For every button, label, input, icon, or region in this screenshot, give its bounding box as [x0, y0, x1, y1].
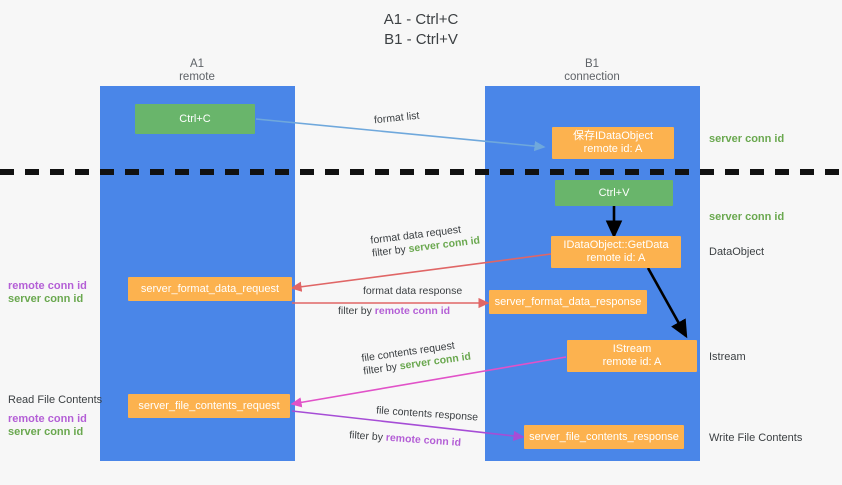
filter-prefix: filter by [338, 305, 375, 317]
node-server-format-data-response-label: server_format_data_response [494, 295, 642, 308]
annotation-istream: Istream [709, 351, 746, 363]
node-server-file-contents-request[interactable]: server_file_contents_request [128, 394, 290, 418]
node-idataobject-getdata-line2: remote id: A [586, 252, 646, 264]
annotation-server-conn-id-2: server conn id [8, 426, 84, 438]
node-server-format-data-request-label: server_format_data_request [140, 282, 280, 295]
edge-label-file-contents-request: file contents request filter by server c… [361, 338, 472, 379]
annotation-read-file-contents: Read File Contents [8, 394, 103, 406]
lane-b1-subtitle: connection [564, 71, 620, 83]
title-line-1: A1 - Ctrl+C [383, 11, 459, 28]
node-server-format-data-request[interactable]: server_format_data_request [128, 277, 292, 301]
annotation-write-file-contents: Write File Contents [709, 432, 803, 444]
node-save-idataobject[interactable]: 保存IDataObject remote id: A [552, 127, 674, 159]
annotation-server-conn-id-mid: server conn id [709, 211, 785, 223]
node-idataobject-getdata-line1: IDataObject::GetData [563, 239, 669, 251]
filter-key-remote-conn-id: remote conn id [385, 431, 462, 449]
edge-label-format-list: format list [373, 110, 420, 128]
node-ctrl-c-label: Ctrl+C [179, 112, 211, 125]
node-idataobject-getdata[interactable]: IDataObject::GetData remote id: A [551, 236, 681, 268]
node-istream-line1: IStream [612, 343, 652, 355]
node-ctrl-v-label: Ctrl+V [598, 186, 630, 199]
node-server-file-contents-response-label: server_file_contents_response [529, 430, 679, 443]
node-save-idataobject-line2: remote id: A [583, 143, 643, 155]
edge-label-format-data-response: format data response [363, 285, 462, 298]
edge-label-format-data-request: format data request filter by server con… [370, 221, 481, 260]
annotation-remote-conn-id-1: remote conn id [8, 280, 87, 292]
annotation-server-conn-id-1: server conn id [8, 293, 84, 305]
node-server-file-contents-request-label: server_file_contents_request [138, 399, 280, 412]
node-ctrl-v[interactable]: Ctrl+V [555, 180, 673, 206]
lane-a1-subtitle: remote [179, 71, 215, 83]
node-ctrl-c[interactable]: Ctrl+C [135, 104, 255, 134]
node-istream[interactable]: IStream remote id: A [567, 340, 697, 372]
node-server-format-data-response[interactable]: server_format_data_response [489, 290, 647, 314]
lane-b1-name: B1 [584, 58, 600, 70]
edge-label-file-contents-response-filter: filter by remote conn id [349, 429, 462, 450]
annotation-remote-conn-id-2: remote conn id [8, 413, 87, 425]
node-save-idataobject-line1: 保存IDataObject [572, 130, 654, 142]
filter-key-remote-conn-id: remote conn id [374, 305, 451, 317]
edge-label-format-data-response-text: format data response [363, 285, 463, 297]
node-server-file-contents-response[interactable]: server_file_contents_response [524, 425, 684, 449]
lane-a1-name: A1 [189, 58, 205, 70]
page-title: A1 - Ctrl+C B1 - Ctrl+V [0, 10, 842, 50]
edge-label-file-contents-response: file contents response [376, 404, 479, 424]
edge-label-file-contents-response-text: file contents response [375, 404, 479, 424]
filter-prefix: filter by [348, 429, 387, 444]
title-line-2: B1 - Ctrl+V [384, 31, 458, 48]
edge-label-format-list-text: format list [373, 109, 420, 127]
edge-label-format-data-response-filter: filter by remote conn id [338, 305, 450, 318]
annotation-dataobject: DataObject [709, 246, 765, 258]
node-istream-line2: remote id: A [602, 356, 662, 368]
lane-header-a1: A1 remote [97, 58, 297, 84]
annotation-server-conn-id-top: server conn id [709, 133, 785, 145]
lane-header-b1: B1 connection [492, 58, 692, 84]
